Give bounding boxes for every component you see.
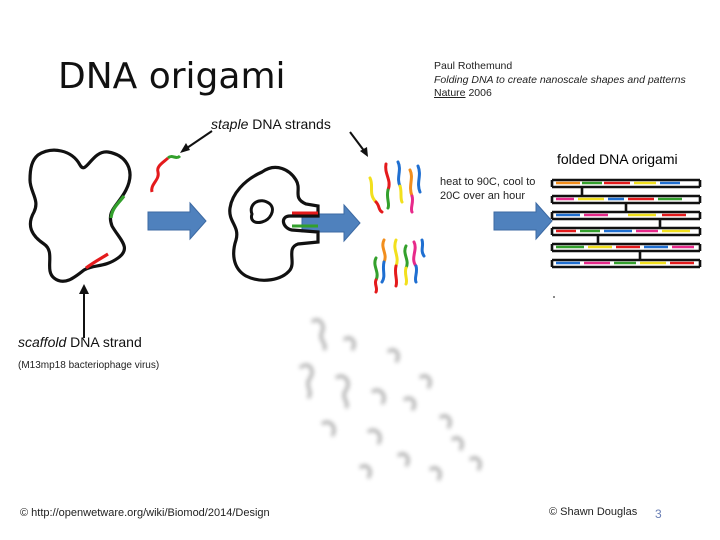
scaffold-pointer-head <box>79 284 89 294</box>
slide-title: DNA origami <box>58 56 286 97</box>
page-number: 3 <box>655 507 662 521</box>
arrow-step-1 <box>147 201 207 241</box>
citation-journal-line: Nature 2006 <box>434 87 686 101</box>
arrow-step-3 <box>493 201 553 241</box>
stray-dot <box>553 296 555 298</box>
scaffold-red-segment <box>85 252 109 270</box>
scaffold-green-segment <box>109 195 126 219</box>
footer-source: © http://openwetware.org/wiki/Biomod/201… <box>20 507 270 519</box>
scaffold-label-italic: scaffold <box>18 334 67 350</box>
staple-label-italic: staple <box>211 116 249 132</box>
staple-strands-label: staple DNA strands <box>211 116 331 132</box>
staple-label-rest: DNA strands <box>248 116 331 132</box>
citation: Paul Rothemund Folding DNA to create nan… <box>434 60 686 101</box>
citation-year: 2006 <box>468 87 492 99</box>
scaffold-label-rest: DNA strand <box>66 334 142 350</box>
blurred-micrograph <box>298 318 482 481</box>
partially-folded-inner-loop <box>249 199 274 224</box>
folded-origami-structure <box>550 178 702 269</box>
folded-origami-label: folded DNA origami <box>557 151 678 167</box>
citation-paper-title: Folding DNA to create nanoscale shapes a… <box>434 73 686 86</box>
citation-journal: Nature <box>434 87 466 99</box>
staple-pointer-right <box>349 131 366 153</box>
scaffold-strand <box>28 148 132 283</box>
staple-strand-free-green <box>166 154 182 160</box>
arrow-step-2 <box>301 203 361 243</box>
heat-cool-label: heat to 90C, cool to 20C over an hour <box>440 176 536 202</box>
scaffold-strand-label: scaffold DNA strand <box>18 334 142 350</box>
staple-pointer-left-head <box>180 143 190 153</box>
phage-label: (M13mp18 bacteriophage virus) <box>18 360 160 371</box>
footer-copyright: © Shawn Douglas <box>549 506 638 518</box>
citation-author: Paul Rothemund <box>434 60 513 72</box>
staple-strand-free <box>150 156 170 193</box>
staple-strands-cluster <box>368 160 426 294</box>
staple-pointer-left <box>183 130 213 151</box>
partially-folded-scaffold <box>228 165 320 282</box>
staple-pointer-right-head <box>360 147 368 157</box>
